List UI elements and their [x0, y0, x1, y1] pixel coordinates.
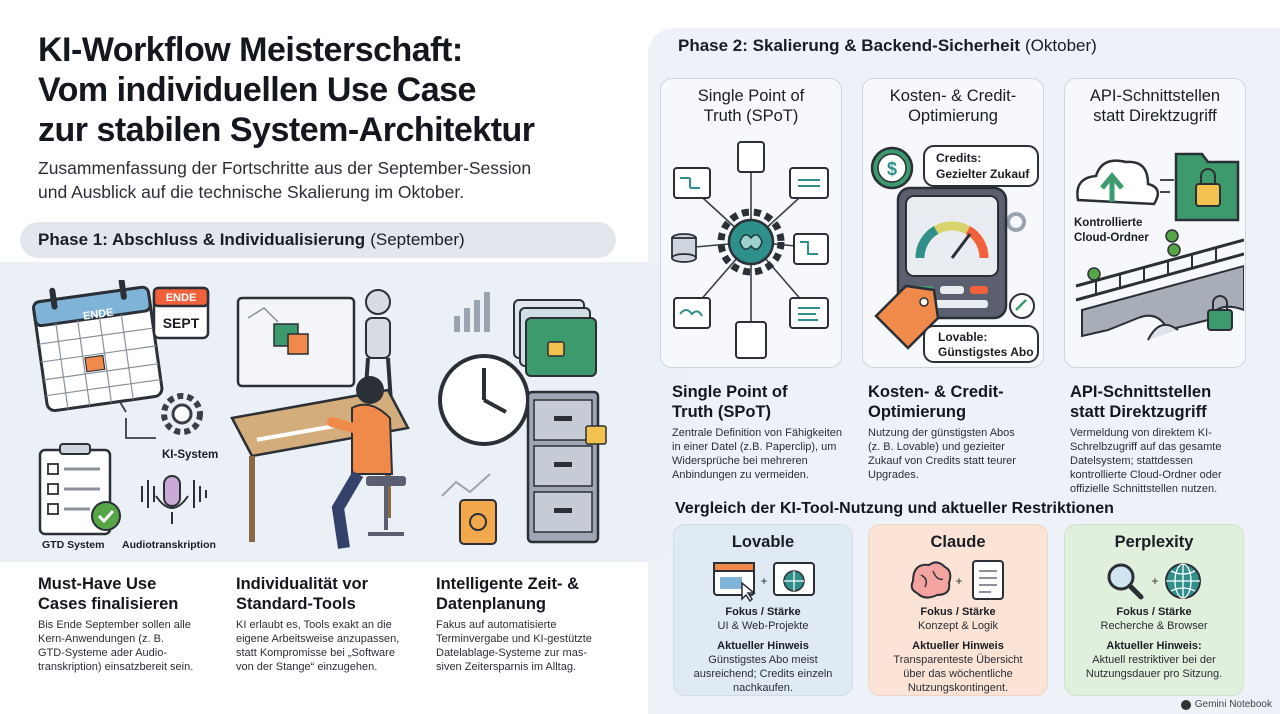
hint-label: Aktueller Hinweis — [717, 640, 809, 652]
bar-chart-icon — [454, 292, 490, 332]
cloud-folder-label-line2: Cloud-Ordner — [1074, 232, 1149, 244]
phase1-col1-heading: Must-Have Use Cases finalisieren — [38, 575, 179, 613]
dollar-coin-icon: $ — [870, 146, 914, 190]
page-subtitle: Zusammenfassung der Fortschritte aus der… — [38, 158, 532, 202]
spot-card-title: Single Point of Truth (SPoT) — [697, 87, 805, 125]
person-at-desk-icon — [327, 376, 406, 549]
file-cabinet-icon — [526, 390, 607, 544]
credits-bubble-line2: Gezielter Zukauf — [936, 167, 1030, 181]
phase1-header-bold: Phase 1: Abschluss & Individualisierung — [38, 230, 366, 249]
focus-label: Fokus / Stärke — [725, 606, 801, 618]
lovable-speech-bubble: Lovable: Günstigstes Abo — [923, 325, 1039, 363]
browser-cursor-icon: + — [713, 562, 815, 603]
spot-network-illustration — [671, 141, 829, 359]
footer-brand-label: Gemini Notebook — [1194, 699, 1272, 710]
phase2-col3-heading: API-Schnittstellen statt Direktzugriff — [1070, 383, 1212, 421]
gtd-checklist-icon — [38, 443, 121, 536]
phase1-col1-text: Bis Ende September sollen alle Kern-Anwe… — [38, 619, 194, 673]
comparison-title: Vergleich der KI-Tool-Nutzung und aktuel… — [675, 500, 1114, 517]
phase1-header-month: (September) — [370, 230, 465, 249]
search-globe-icon: + — [1107, 563, 1201, 600]
api-card-title: API-Schnittstellen statt Direktzugriff — [1089, 87, 1221, 125]
flow-node-icon — [793, 233, 829, 265]
focus-value: UI & Web-Projekte — [717, 620, 809, 632]
audio-label: Audiotranskription — [122, 539, 216, 551]
secure-folder-icon — [1174, 152, 1240, 222]
tool-name: Lovable — [731, 533, 795, 551]
leaf-badge-icon — [1009, 293, 1035, 319]
phase1-col2-text: KI erlaubt es, Tools exakt an die eigene… — [236, 619, 400, 673]
footer-brand: Gemini Notebook — [1180, 699, 1272, 710]
tool-name: Perplexity — [1114, 533, 1194, 551]
price-tag-icon — [874, 284, 940, 350]
phase2-header-month: (Oktober) — [1025, 36, 1097, 55]
phase2-col2-text: Nutzung der günstigsten Abos (z. B. Lova… — [868, 427, 1016, 481]
focus-value: Konzept & Logik — [917, 620, 999, 632]
ende-sept-badge: ENDE SEPT — [152, 286, 210, 340]
svg-text:$: $ — [887, 159, 897, 179]
focus-value: Recherche & Browser — [1100, 620, 1208, 632]
phase2-header-bold: Phase 2: Skalierung & Backend-Sicherheit — [678, 36, 1021, 55]
phase1-col2-heading: Individualität vor Standard-Tools — [236, 575, 369, 613]
designer-desk-illustration — [230, 289, 410, 549]
folder-stack-icon — [513, 299, 597, 377]
phase1-col3-text: Fakus auf automatisierte Terminvergabe u… — [436, 619, 592, 673]
cost-card-title: Kosten- & Credit- Optimierung — [889, 87, 1017, 125]
api-bridge-illustration: Kontrollierte Cloud-Ordner — [1074, 152, 1244, 341]
tool-card-lovable: Lovable + Fokus / Stärke UI & Web-Projek… — [673, 524, 853, 696]
database-icon — [671, 233, 697, 263]
page-title: KI-Workflow Meisterschaft: Vom individue… — [38, 31, 535, 149]
hint-label: Aktueller Hinweis — [912, 640, 1004, 652]
hint-value: Transparenteste Übersicht über das wöche… — [893, 654, 1023, 694]
bridge-icon — [1075, 238, 1244, 341]
phase2-col1-text: Zentrale Definition von Fähigkeiten in e… — [672, 427, 842, 481]
calendar-icon — [32, 280, 164, 413]
svg-text:+: + — [760, 574, 767, 588]
hint-value: Günstigstes Abo meist ausreichend; Credi… — [693, 654, 833, 694]
padlock-icon — [1207, 295, 1233, 331]
svg-text:+: + — [1151, 574, 1158, 588]
badge-ende-label: ENDE — [166, 292, 197, 304]
cloud-folder-label-line1: Kontrollierte — [1074, 217, 1142, 229]
phase2-header: Phase 2: Skalierung & Backend-Sicherheit… — [660, 28, 1256, 64]
focus-label: Fokus / Stärke — [1116, 606, 1192, 618]
tool-name: Claude — [930, 533, 986, 551]
focus-label: Fokus / Stärke — [920, 606, 996, 618]
page-node-icon — [735, 321, 767, 359]
drawing-board-icon — [236, 296, 356, 388]
checkpoint-plus-icons — [1087, 229, 1181, 281]
hint-label: Aktueller Hinweis: — [1106, 640, 1202, 652]
doc-node-icon — [737, 141, 765, 173]
brain-document-icon: + — [910, 560, 1004, 600]
time-data-illustration — [438, 292, 607, 545]
gear-icon — [161, 393, 203, 435]
calendar-strip-label: ENDE — [82, 307, 114, 323]
gemini-logo-icon — [1180, 699, 1191, 710]
lovable-bubble-line1: Lovable: — [938, 330, 987, 344]
lovable-bubble-line2: Günstigstes Abo — [938, 345, 1034, 359]
tool-card-claude: Claude + Fokus / Stärke Konzept & Logik … — [868, 524, 1048, 696]
phase1-header: Phase 1: Abschluss & Individualisierung … — [20, 222, 616, 258]
clock-icon — [438, 354, 530, 446]
credits-bubble-line1: Credits: — [936, 151, 981, 165]
badge-sept-label: SEPT — [163, 315, 200, 331]
cost-gauge-illustration: $ Credits: Gezielter Zukauf Lovable: Gün… — [870, 145, 1039, 363]
window-node-icon — [789, 167, 829, 199]
microphone-icon — [141, 475, 207, 524]
svg-text:+: + — [955, 574, 962, 588]
calendar-workflow-illustration: ENDE ENDE SEPT KI-System GTD System Audi… — [32, 280, 218, 551]
phase2-col1-heading: Single Point of Truth (SPoT) — [672, 383, 788, 421]
hint-value: Aktuell restriktiver bei der Nutzungsdau… — [1085, 654, 1223, 680]
tool-card-perplexity: Perplexity + Fokus / Stärke Recherche & … — [1064, 524, 1244, 696]
credits-speech-bubble: Credits: Gezielter Zukauf — [923, 145, 1039, 187]
flowchart-node-icon — [673, 167, 711, 199]
brain-gear-hub-icon — [717, 208, 785, 276]
cloud-upload-icon — [1076, 159, 1160, 206]
phase2-col2-heading: Kosten- & Credit- Optimierung — [868, 383, 1004, 421]
recycle-bin-icon — [459, 499, 497, 545]
phase1-col3-heading: Intelligente Zeit- & Datenplanung — [436, 575, 580, 613]
ki-system-label: KI-System — [162, 449, 218, 461]
gtd-system-label: GTD System — [42, 539, 104, 551]
phase2-col3-text: Vermeldung von direktem KI- Schrelbzugri… — [1070, 427, 1222, 495]
